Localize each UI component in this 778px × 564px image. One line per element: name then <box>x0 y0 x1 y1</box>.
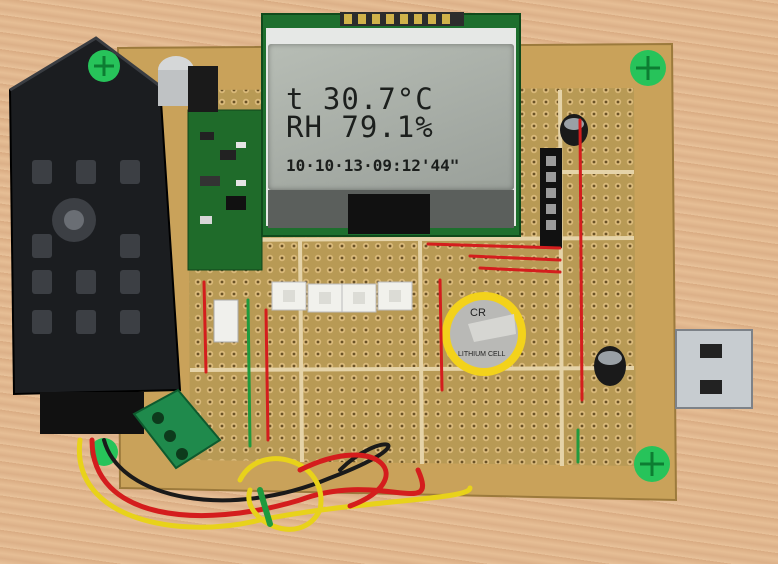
battery-subtext: LITHIUM CELL <box>458 351 506 358</box>
wire-bundle <box>76 118 584 532</box>
sensor-module-board <box>187 109 263 271</box>
usb-plug-icon <box>675 329 753 409</box>
temperature-readout: t 30.7°C <box>286 82 434 116</box>
coin-cell-icon: CR LITHIUM CELL <box>442 292 526 376</box>
knob-cap <box>158 56 218 112</box>
lcd-screen: t 30.7°C RH 79.1% 10·10·13·09:12'44" <box>268 44 514 190</box>
humidity-sensor <box>8 36 182 434</box>
screw-terminal <box>132 388 222 470</box>
pin-header <box>540 148 562 248</box>
humidity-readout: RH 79.1% <box>286 110 434 144</box>
datetime-readout: 10·10·13·09:12'44" <box>286 156 460 175</box>
battery-text: CR <box>470 307 486 319</box>
tactile-button-icon <box>213 281 413 343</box>
